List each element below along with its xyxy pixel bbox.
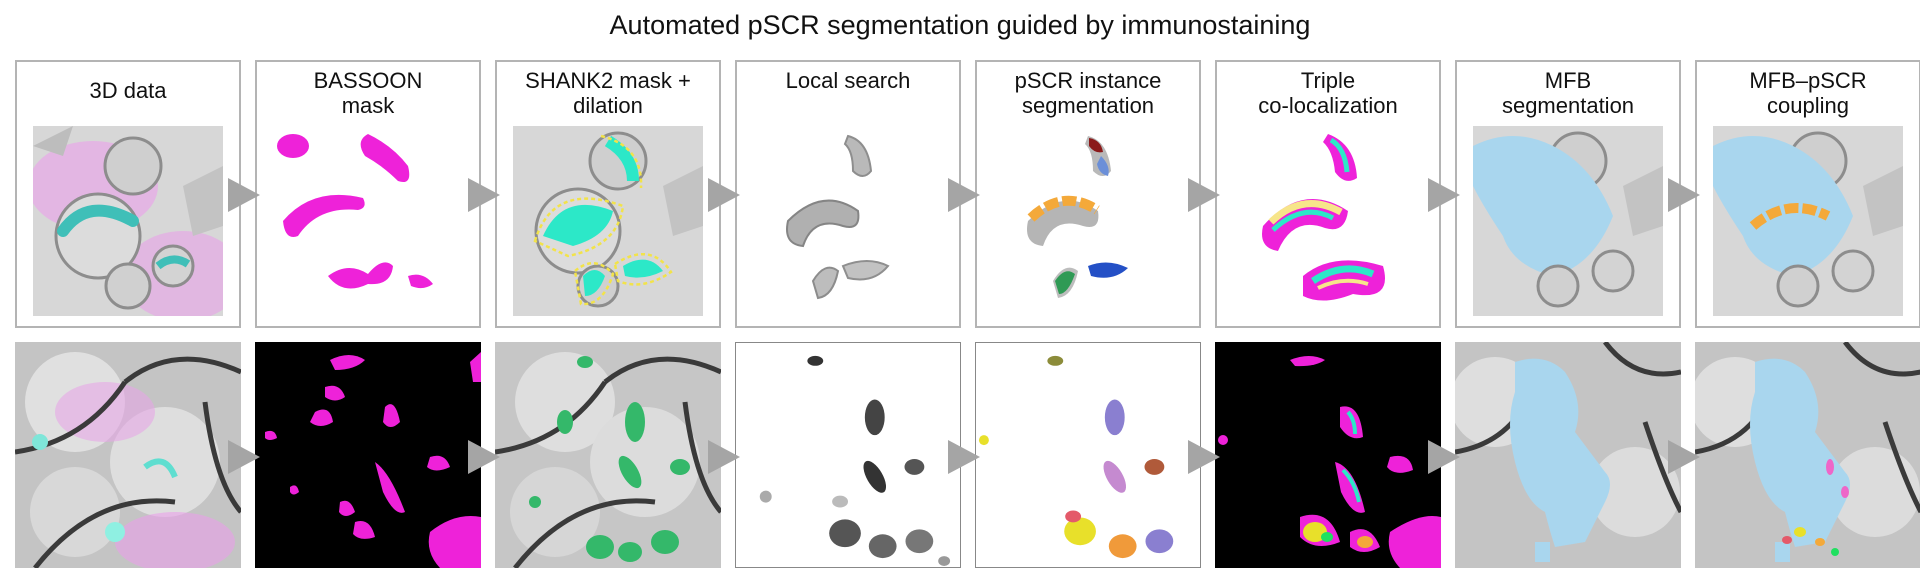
panel-label: MFB–pSCR coupling (1749, 68, 1867, 118)
mfb-pscr-coupling-micrograph (1695, 342, 1920, 568)
pscr-instance-micrograph (975, 342, 1201, 568)
panel-label: MFB segmentation (1501, 68, 1635, 118)
panel-local-search: Local search (735, 60, 961, 328)
triple-colocalization-illustration (1262, 134, 1385, 301)
panel-label: Local search (785, 68, 911, 93)
shank2-mask-micrograph (495, 342, 721, 568)
panel-label: Triple co-localization (1258, 68, 1398, 118)
arrow-right-icon (1428, 440, 1460, 474)
panel-mfb-segmentation: MFB segmentation (1455, 60, 1681, 328)
local-search-illustration (786, 134, 890, 300)
arrow-right-icon (1188, 440, 1220, 474)
3d-data-micrograph (15, 342, 241, 568)
arrow-right-icon (708, 440, 740, 474)
3d-data-illustration (33, 126, 223, 316)
arrow-right-icon (1668, 440, 1700, 474)
panel-label: BASSOON mask (313, 68, 423, 118)
local-search-micrograph (735, 342, 961, 568)
panel-triple-colocalization: Triple co-localization (1215, 60, 1441, 328)
panel-label: 3D data (89, 78, 167, 103)
shank2-mask-illustration (513, 126, 703, 316)
arrow-right-icon (948, 440, 980, 474)
bassoon-mask-micrograph (255, 342, 481, 568)
arrow-right-icon (228, 440, 260, 474)
arrow-right-icon (1188, 178, 1220, 212)
panel-3d-data: 3D data (15, 60, 241, 328)
arrow-right-icon (468, 440, 500, 474)
arrow-right-icon (708, 178, 740, 212)
panel-pscr-instance: pSCR instance segmentation (975, 60, 1201, 328)
bassoon-mask-illustration (277, 134, 433, 289)
mfb-pscr-coupling-illustration (1713, 126, 1903, 316)
triple-colocalization-micrograph (1215, 342, 1441, 568)
panel-label: SHANK2 mask + dilation (525, 68, 691, 118)
figure-title: Automated pSCR segmentation guided by im… (609, 10, 1311, 40)
arrow-right-icon (948, 178, 980, 212)
panel-bassoon-mask: BASSOON mask (255, 60, 481, 328)
arrow-right-icon (228, 178, 260, 212)
arrow-right-icon (1428, 178, 1460, 212)
pscr-instance-illustration (1027, 136, 1128, 298)
panel-label: pSCR instance segmentation (1014, 68, 1162, 118)
panel-mfb-pscr-coupling: MFB–pSCR coupling (1695, 60, 1920, 328)
mfb-segmentation-illustration (1473, 126, 1663, 316)
arrow-right-icon (468, 178, 500, 212)
mfb-segmentation-micrograph (1455, 342, 1681, 568)
panel-shank2-mask: SHANK2 mask + dilation (495, 60, 721, 328)
arrow-right-icon (1668, 178, 1700, 212)
